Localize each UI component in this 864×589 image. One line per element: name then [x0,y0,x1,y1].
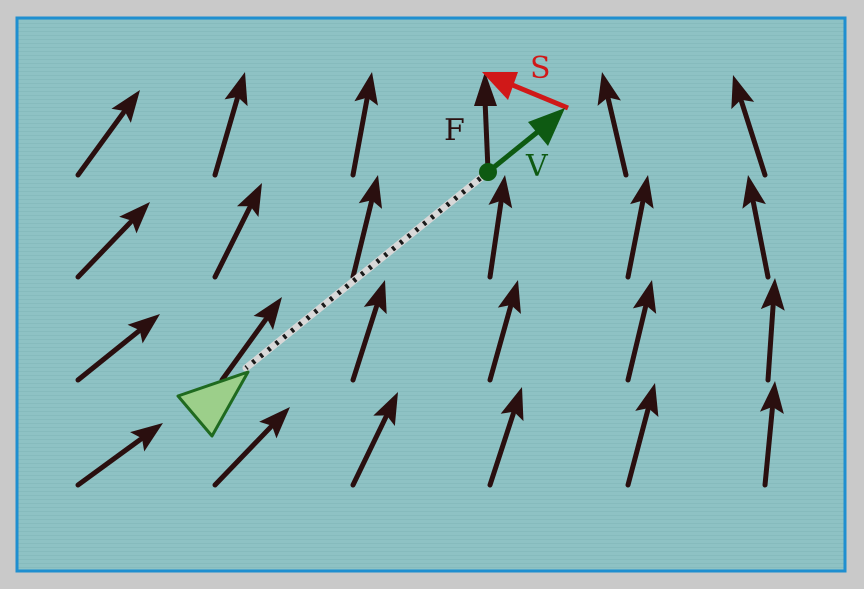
field-arrow-shaft [75,437,143,488]
field-arrow [75,423,163,488]
field-arrow-head [630,175,654,209]
field-arrow [350,175,383,280]
field-arrow [760,278,785,383]
field-arrow-head [363,280,387,315]
field-arrow-head [635,383,659,418]
field-arrow-shaft [487,411,516,488]
field-arrow-head [119,202,150,234]
agent-trail [242,168,492,372]
field-arrow [487,387,524,488]
field-arrow-shaft [350,304,379,383]
field-arrow [597,72,629,178]
field-arrow [212,72,248,178]
field-arrow-head [497,280,521,315]
field-arrow-head [373,392,398,427]
velocity-arrow [479,108,565,181]
field-arrow-shaft [212,96,240,178]
field-arrow-shaft [625,199,646,280]
field-arrow-head [259,407,290,439]
velocity-label: V [525,149,549,184]
field-arrow [742,175,771,280]
field-panel [15,16,847,573]
field-arrow-head [111,90,140,123]
field-arrow-shaft [350,97,370,178]
field-arrow [75,314,160,383]
field-arrow [212,183,262,280]
field-arrow-head [742,175,766,209]
field-arrow-shaft [350,414,389,488]
field-arrow [759,381,784,488]
field-arrow-shaft [75,110,126,178]
field-arrow [75,202,150,280]
field-arrow [212,407,290,488]
field-arrow-shaft [219,317,269,383]
field-arrow-head [354,72,378,106]
field-arrow [487,175,513,280]
field-arrow-head [731,75,755,110]
field-arrow-shaft [75,219,134,280]
field-arrow-head [632,280,657,314]
field-arrow-head [253,297,282,330]
field-arrow [219,297,282,383]
field-arrow-head [597,72,621,106]
field-arrow-head [760,278,785,311]
field-arrow-head [759,381,784,415]
field-arrow-shaft [750,199,771,280]
force-label: F [444,113,465,148]
field-arrow [625,175,654,280]
field-arrow-shaft [487,200,504,280]
field-arrow-head [358,175,383,209]
field-arrow-shaft [75,329,141,383]
field-arrow [350,392,398,488]
field-arrow-shaft [212,424,274,488]
field-arrow-shaft [605,96,629,178]
field-arrow-shaft [350,199,374,280]
field-arrow-head [127,314,160,344]
field-arrow [487,280,521,383]
field-arrow-shaft [212,205,252,280]
field-arrow-shaft [762,406,775,488]
steering-label: S [530,51,551,86]
field-arrow [350,280,387,383]
flow-field-arrows [75,72,785,488]
field-arrow-head [500,387,524,422]
field-arrow-shaft [487,304,513,383]
field-arrow [625,383,659,488]
field-arrow [350,72,378,178]
field-arrow-head [236,183,262,217]
agent-triangle [176,370,250,438]
field-arrow-head [224,72,248,107]
field-arrow-shaft [739,99,768,178]
field-arrow-shaft [765,303,776,383]
field-arrow [75,90,140,178]
field-arrow-shaft [625,304,648,383]
force-arrow [474,72,497,171]
field-arrow [731,75,768,178]
field-arrow-shaft [625,407,651,488]
steering-arrow [482,72,569,111]
field-arrow-head [488,175,513,209]
field-arrow-head [130,423,163,452]
field-arrow [625,280,657,383]
